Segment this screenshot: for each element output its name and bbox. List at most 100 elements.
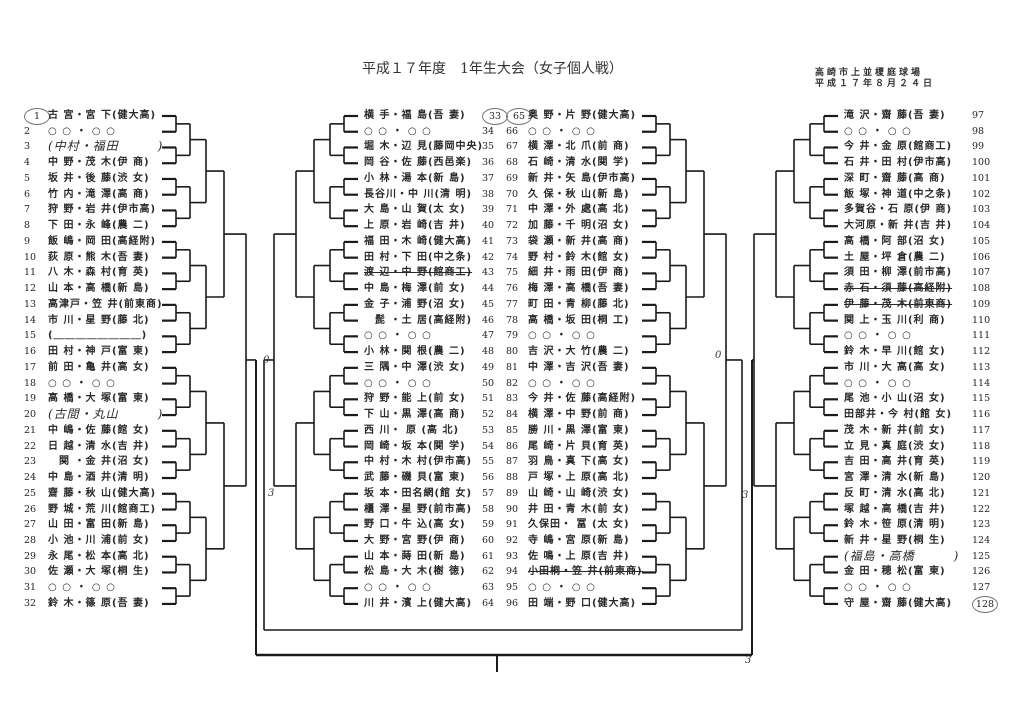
entry-number: 98 — [972, 125, 985, 137]
entry-number: 14 — [24, 314, 37, 326]
entry-pair-name: 赤 石・須 藤(高経附) — [844, 283, 953, 295]
entry-number: 128 — [972, 595, 998, 613]
entry-pair-name: 鈴 木・篠 原(吾 妻) — [48, 597, 150, 609]
handwritten-score: 0 — [715, 350, 722, 361]
entry-number: 17 — [24, 361, 37, 373]
entry-pair-name: ○ ○ ・ ○ ○ — [528, 377, 596, 389]
entry-pair-name: 伊 藤・茂 木(前東商) — [844, 298, 953, 310]
entry-number: 72 — [506, 220, 519, 232]
entry-number: 62 — [482, 566, 495, 578]
entry-number: 82 — [506, 377, 519, 389]
entry-pair-name: 八 木・森 村(育 英) — [48, 267, 150, 279]
entry-pair-name: 守 屋・齋 藤(健大高) — [844, 597, 953, 609]
entry-pair-name: 長谷川・中 川(清 明) — [364, 188, 473, 200]
entry-number: 106 — [972, 251, 991, 263]
entry-pair-name: 松 島・大 木(樹 徳) — [364, 566, 466, 578]
entry-pair-name: 坂 井・後 藤(渋 女) — [48, 172, 150, 184]
entry-number: 67 — [506, 141, 519, 153]
entry-pair-name: 野 城・荒 川(館商工) — [48, 503, 157, 515]
entry-number: 54 — [482, 440, 495, 452]
entry-pair-name: 大 野・宮 野(伊 商) — [364, 534, 466, 546]
entry-number: 47 — [482, 330, 495, 342]
entry-number: 80 — [506, 346, 519, 358]
entry-pair-name: 久 保・秋 山(新 島) — [528, 188, 630, 200]
entry-pair-name: 吉 沢・大 竹(農 二) — [528, 346, 630, 358]
entry-pair-name: 飯 塚・神 道(中之条) — [844, 188, 953, 200]
entry-pair-name: 茂 木・新 井(前 女) — [844, 424, 946, 436]
entry-number: 4 — [24, 157, 31, 169]
entry-number: 73 — [506, 235, 519, 247]
entry-pair-name: 大 島・山 賀(太 女) — [364, 204, 466, 216]
entry-number: 124 — [972, 534, 991, 546]
entry-pair-name: 下 山・黒 澤(高 商) — [364, 409, 466, 421]
entry-pair-name: 奥 野・片 野(健大高) — [528, 110, 637, 121]
entry-pair-name: 山 本・高 橋(新 島) — [48, 283, 150, 295]
entry-number: 108 — [972, 283, 991, 295]
handwritten-score: 0 — [263, 355, 270, 366]
entry-pair-name: 鈴 木・笹 原(清 明) — [844, 519, 946, 531]
entry-pair-name: 石 崎・清 水(関 学) — [528, 157, 630, 169]
entry-pair-name: 寺 嶋・宮 原(新 島) — [528, 534, 630, 546]
entry-pair-name: 横 手・福 島(吾 妻) — [364, 110, 466, 121]
entry-number: 38 — [482, 188, 495, 200]
entry-number: 77 — [506, 298, 519, 310]
entry-number: 83 — [506, 393, 519, 405]
page-title: 平成１７年度 1年生大会（女子個人戦） — [362, 61, 623, 77]
entry-pair-name: 鈴 木・早 川(館 女) — [844, 346, 946, 358]
entry-pair-name: 多賀谷・石 原(伊 商) — [844, 204, 953, 216]
entry-pair-name: 袋 瀬・新 井(高 商) — [528, 235, 630, 247]
entry-number: 74 — [506, 251, 519, 263]
entry-pair-name: 武 藤・磯 貝(富 東) — [364, 472, 466, 484]
entry-pair-name: 日 越・清 水(吉 井) — [48, 440, 150, 452]
entry-pair-name: (＿＿＿＿＿＿＿＿) — [48, 330, 148, 342]
entry-number: 69 — [506, 172, 519, 184]
entry-number: 96 — [506, 597, 519, 609]
entry-number: 50 — [482, 377, 495, 389]
entry-number: 104 — [972, 220, 991, 232]
entry-number: 84 — [506, 409, 519, 421]
entry-number: 109 — [972, 298, 991, 310]
entry-pair-name: 関 ・金 井(沼 女) — [48, 456, 150, 468]
event-date: 平成１７年８月２４日 — [815, 79, 936, 89]
entry-number: 53 — [482, 424, 495, 436]
entry-pair-name: 梅 澤・高 橋(吾 妻) — [528, 283, 630, 295]
entry-pair-name: 齋 藤・秋 山(健大高) — [48, 487, 157, 499]
entry-number: 100 — [972, 157, 991, 169]
entry-pair-name: 櫃 澤・星 野(前市高) — [364, 503, 473, 515]
entry-number: 1 — [24, 108, 50, 125]
entry-number: 107 — [972, 267, 991, 279]
entry-number: 60 — [482, 534, 495, 546]
entry-pair-name: ○ ○ ・ ○ ○ — [844, 330, 912, 342]
entry-pair-name: 小 池・川 浦(前 女) — [48, 534, 150, 546]
entry-number: 5 — [24, 172, 31, 184]
entry-number: 79 — [506, 330, 519, 342]
entry-number: 52 — [482, 409, 495, 421]
entry-pair-name: 中 澤・吉 沢(吾 妻) — [528, 361, 630, 373]
entry-pair-name: 金 田・穂 松(富 東) — [844, 566, 946, 578]
entry-pair-name: 佐 鳴・上 原(吉 井) — [528, 550, 630, 562]
entry-number: 125 — [972, 550, 991, 562]
entry-number: 91 — [506, 519, 519, 531]
entry-pair-name: 勝 川・黒 澤(富 東) — [528, 424, 630, 436]
entry-pair-name: 中 嶋・佐 藤(館 女) — [48, 424, 150, 436]
entry-pair-name: 渡 辺・中 野(館商工) — [364, 267, 473, 279]
entry-pair-name: 坂 本・田名網(館 女) — [364, 487, 473, 499]
entry-pair-name: 中 島・酒 井(清 明) — [48, 472, 150, 484]
entry-number: 99 — [972, 141, 985, 153]
entry-pair-name: 立 見・真 庭(渋 女) — [844, 440, 946, 452]
entry-number: 101 — [972, 172, 991, 184]
entry-pair-name: 市 川・大 高(高 女) — [844, 361, 946, 373]
entry-number: 48 — [482, 346, 495, 358]
entry-pair-name: 永 尾・松 本(高 北) — [48, 550, 150, 562]
entry-pair-name: 町 田・青 柳(藤 北) — [528, 298, 630, 310]
entry-number: 87 — [506, 456, 519, 468]
entry-pair-name: 横 澤・北 爪(前 商) — [528, 141, 630, 153]
entry-pair-name: 山 崎・山 崎(渋 女) — [528, 487, 630, 499]
entry-number: 9 — [24, 235, 31, 247]
entry-number: 114 — [972, 377, 991, 389]
entry-pair-name: (中村・福田 ) — [48, 139, 164, 154]
entry-pair-name: ○ ○ ・ ○ ○ — [844, 582, 912, 594]
entry-pair-name: 山 本・蒔 田(新 島) — [364, 550, 466, 562]
entry-number: 75 — [506, 267, 519, 279]
entry-pair-name: 滝 沢・齋 藤(吾 妻) — [844, 110, 946, 121]
